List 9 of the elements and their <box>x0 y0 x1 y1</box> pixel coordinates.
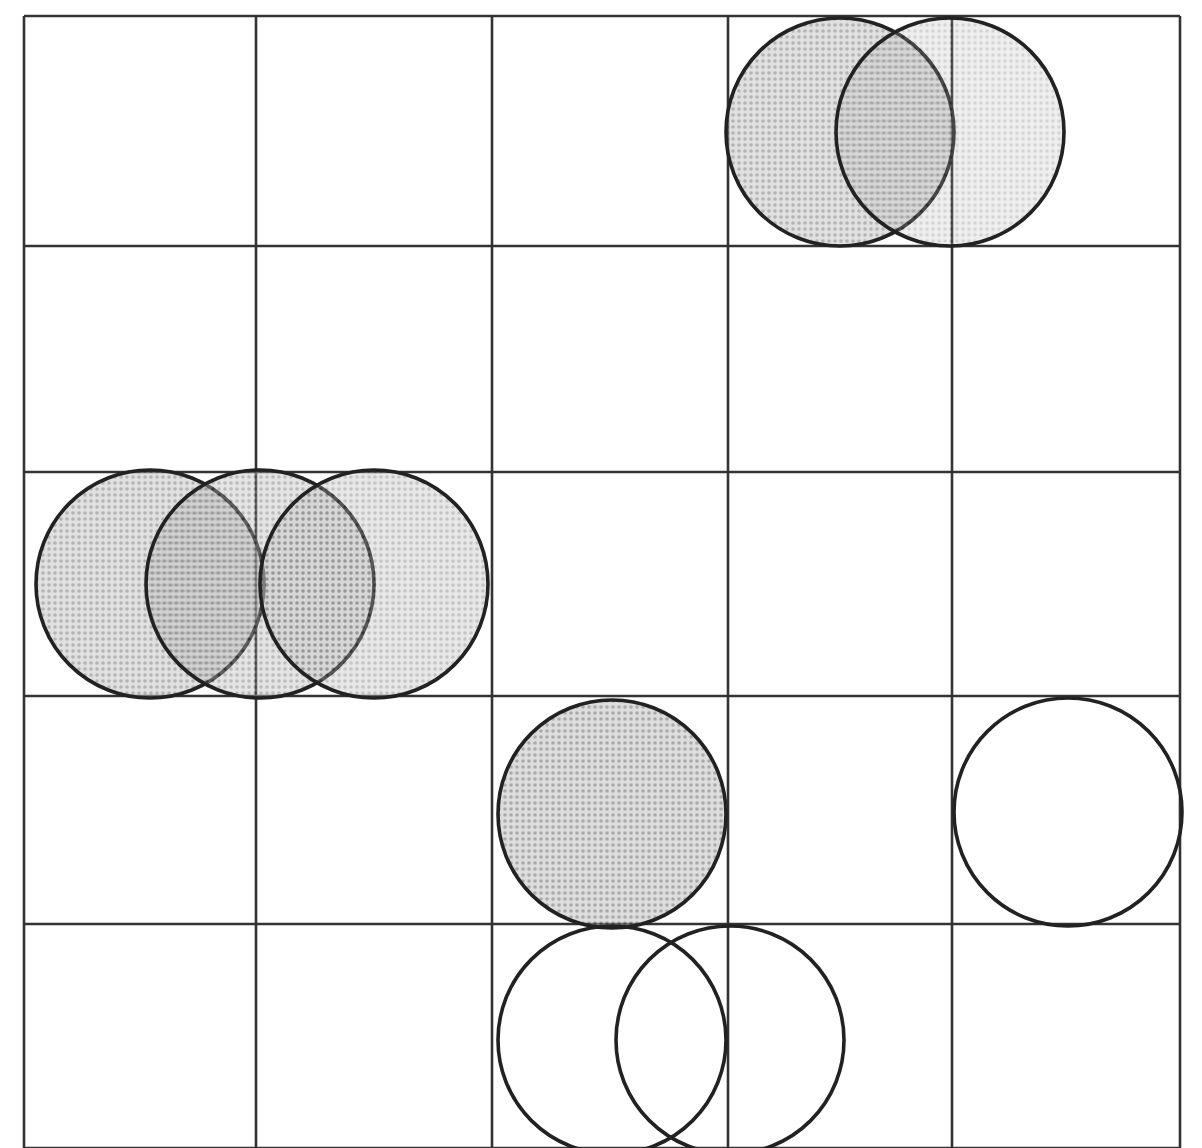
circle-outline <box>496 924 728 1148</box>
shaded-circle <box>834 16 1066 248</box>
circle-outline <box>614 924 846 1148</box>
circle-outline <box>952 696 1184 928</box>
shaded-circle <box>496 698 728 930</box>
shaded-circle <box>724 16 956 248</box>
shaded-circle <box>144 468 376 700</box>
shaded-circle <box>34 468 266 700</box>
shaded-circle <box>258 468 490 700</box>
